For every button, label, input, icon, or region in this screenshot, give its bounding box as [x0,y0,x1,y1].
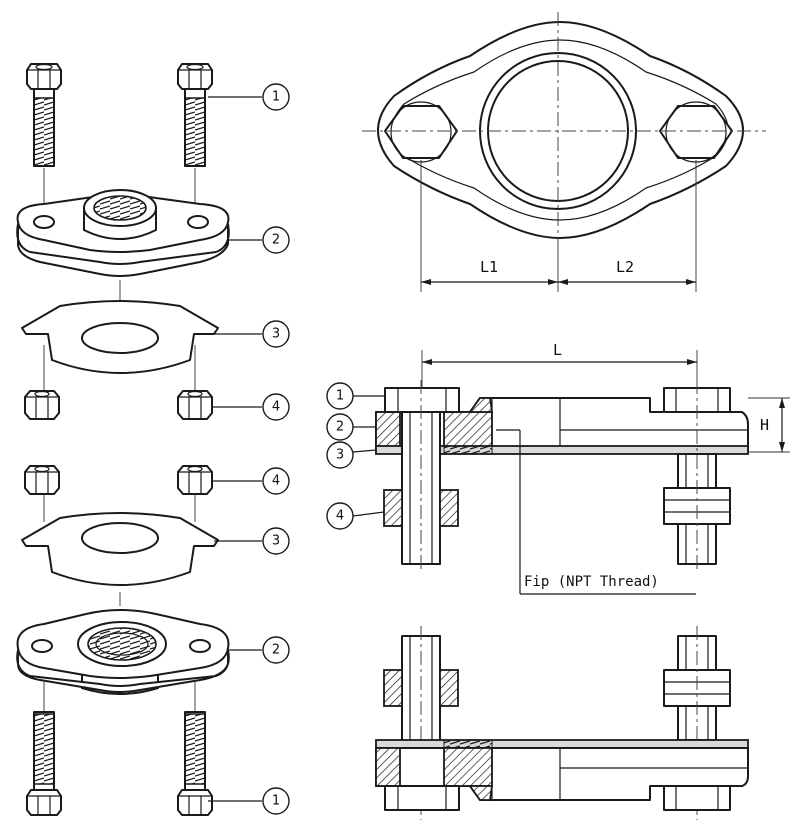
svg-text:4: 4 [272,474,280,489]
callout-gasket-top: 3 [214,320,290,348]
callout-flange-bottom: 2 [228,636,290,664]
svg-text:3: 3 [272,327,280,342]
svg-text:2: 2 [272,643,280,658]
svg-text:3: 3 [272,534,280,549]
callout-gasket-bottom: 3 [214,527,290,555]
callout-section-gasket: 3 [326,441,377,469]
svg-text:1: 1 [336,389,344,404]
callout-section-bolt: 1 [326,382,385,410]
section-view-assembled: L [326,341,790,595]
callout-flange-top: 2 [228,226,290,254]
exploded-view: 1 2 3 4 4 3 2 [16,63,290,816]
nut-top-left [24,390,60,420]
svg-text:2: 2 [272,233,280,248]
callout-section-nut: 4 [326,502,385,530]
bolt-bottom-right [177,711,213,816]
callout-bolt-bottom: 1 [208,787,290,815]
nut-bottom-right [177,465,213,495]
nut-bottom-left [24,465,60,495]
thread-note: Fip (NPT Thread) [524,574,659,590]
callout-nut-top: 4 [212,393,290,421]
callout-bolt-top: 1 [208,83,290,111]
nut-top-right [177,390,213,420]
svg-text:1: 1 [272,794,280,809]
bolt-top-left [26,63,62,167]
callout-section-flange: 2 [326,413,376,441]
flange-top [16,189,230,277]
dim-h: H [760,416,769,434]
dim-l1: L1 [480,258,498,276]
section-view-inverted [375,626,749,820]
gasket-top [21,300,219,374]
dim-l: L [553,341,562,359]
dim-l2: L2 [616,258,634,276]
callout-nut-bottom: 4 [212,467,290,495]
flange-bottom [16,609,230,695]
bolt-bottom-left [26,711,62,816]
plan-view: L1 L2 [362,12,766,292]
svg-text:3: 3 [336,448,344,463]
gasket-bottom [21,512,219,586]
svg-text:2: 2 [336,420,344,435]
svg-text:1: 1 [272,90,280,105]
svg-text:4: 4 [272,400,280,415]
svg-text:4: 4 [336,509,344,524]
bolt-top-right [177,63,213,167]
